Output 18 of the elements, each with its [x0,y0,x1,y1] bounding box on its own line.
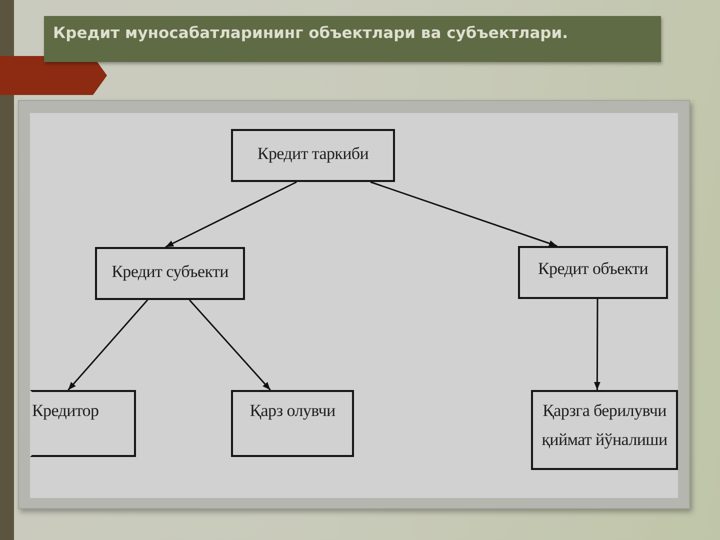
arrow [165,181,297,248]
box-label: Қарзга берилувчи қиймат йўналиши [540,400,668,451]
title-bar: Кредит муносабатларининг объектлари ва субъектлари. [44,16,661,62]
process-box [231,129,395,182]
box-label: Қарз олувчи [250,400,336,422]
arrow [370,181,558,247]
arrow [68,300,148,390]
process-box [95,247,245,300]
box-label: Кредит таркиби [257,143,369,165]
box-label: Кредитор [32,400,99,422]
arrow [594,299,600,390]
process-box [518,246,668,299]
box-label: Кредит субъекти [112,261,228,283]
process-box [231,390,354,457]
box-label: Кредит объекти [538,258,648,280]
process-box [531,390,678,470]
process-box [30,390,136,457]
arrow [188,300,271,390]
